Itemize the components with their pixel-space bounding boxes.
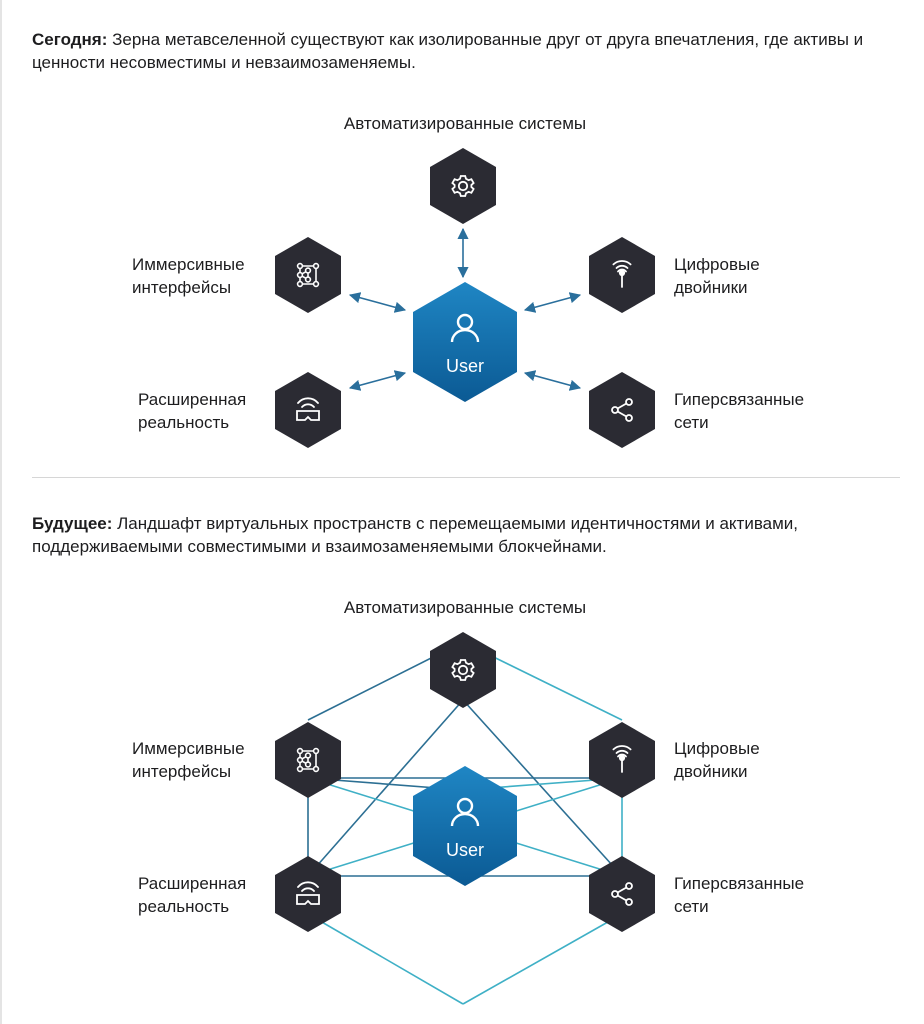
node-immersive-interfaces [275,237,341,313]
link [307,913,464,1005]
node-digital-twins [589,722,655,798]
arrow-immersive-user [348,292,407,313]
node-automated-systems [430,632,496,708]
label-line: реальность [138,413,230,432]
label-line: Расширенная [138,874,247,893]
node-immersive-interfaces [275,722,341,798]
label-hyperconnected-networks: Гиперсвязанные сети [674,872,804,918]
arrow-hyperconnected-user [523,370,582,391]
arrow-augmented-user [348,370,407,391]
label-digital-twins: Цифровые двойники [674,253,760,299]
label-immersive-interfaces: Иммерсивные интерфейсы [132,737,245,783]
label-line: Иммерсивные [132,255,245,274]
label-line: Цифровые [674,255,760,274]
node-augmented-reality [275,856,341,932]
today-heading: Сегодня: [32,30,108,49]
today-description: Сегодня: Зерна метавселенной существуют … [32,28,892,74]
node-augmented-reality [275,372,341,448]
label-line: сети [674,413,709,432]
future-text: Ландшафт виртуальных пространств с перем… [32,514,799,556]
future-heading: Будущее: [32,514,113,533]
node-hyperconnected-networks [589,856,655,932]
connection-arrows [348,227,582,391]
label-augmented-reality: Расширенная реальность [138,872,246,918]
label-immersive-interfaces: Иммерсивные интерфейсы [132,253,245,299]
user-label: User [446,356,484,376]
user-label: User [446,840,484,860]
today-text: Зерна метавселенной существуют как изоли… [32,30,864,72]
label-line: реальность [138,897,230,916]
label-line: двойники [674,278,748,297]
label-line: интерфейсы [132,762,232,781]
arrow-digital-twins-user [523,292,582,313]
label-augmented-reality: Расширенная реальность [138,388,246,434]
node-digital-twins [589,237,655,313]
label-hyperconnected-networks: Гиперсвязанные сети [674,388,804,434]
label-digital-twins: Цифровые двойники [674,737,760,783]
section-divider [32,477,900,478]
link [307,699,464,877]
label-line: Цифровые [674,739,760,758]
node-automated-systems [430,148,496,224]
label-line: Расширенная [138,390,247,409]
label-automated-systems: Автоматизированные системы [343,598,587,617]
node-user: User [413,766,517,886]
node-user: User [413,282,517,402]
label-automated-systems: Автоматизированные системы [343,114,587,133]
label-line: Иммерсивные [132,739,245,758]
label-line: сети [674,897,709,916]
diagram-future: User [275,632,655,1005]
node-hyperconnected-networks [589,372,655,448]
label-line: Гиперсвязанные [674,874,805,893]
future-description: Будущее: Ландшафт виртуальных пространст… [32,512,892,558]
link [462,913,623,1005]
link [462,699,623,877]
label-line: двойники [674,762,748,781]
left-edge-bar [0,0,2,1024]
diagram-today: User [275,148,655,448]
label-line: интерфейсы [132,278,232,297]
label-line: Гиперсвязанные [674,390,805,409]
